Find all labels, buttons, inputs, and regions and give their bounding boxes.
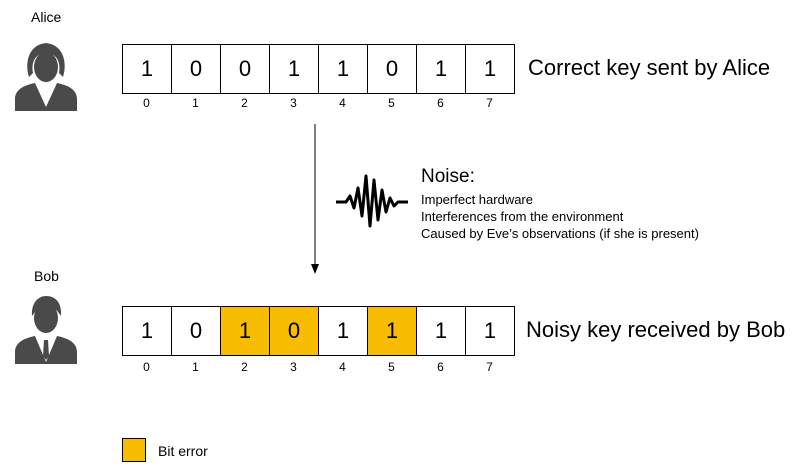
bob-name: Bob (34, 268, 59, 284)
bit-index: 4 (339, 96, 346, 110)
bob-bit: 0 (270, 307, 319, 355)
bit-index: 0 (143, 96, 150, 110)
alice-key: 1 0 0 1 1 0 1 1 (122, 44, 515, 94)
bit-index: 7 (486, 360, 493, 374)
bit-error-swatch (122, 438, 146, 462)
bit-index: 5 (388, 96, 395, 110)
alice-bit: 0 (172, 45, 221, 93)
bit-index: 2 (241, 96, 248, 110)
alice-bit: 0 (368, 45, 417, 93)
noise-item: Caused by Eve’s observations (if she is … (421, 226, 699, 241)
alice-key-label: Correct key sent by Alice (528, 55, 771, 80)
bit-index: 4 (339, 360, 346, 374)
bit-index: 1 (192, 360, 199, 374)
bob-bit: 1 (368, 307, 417, 355)
bit-index: 6 (437, 360, 444, 374)
alice-bit: 1 (123, 45, 172, 93)
bit-index: 0 (143, 360, 150, 374)
bob-indices: 0 1 2 3 4 5 6 7 (122, 360, 514, 374)
bob-bit: 1 (123, 307, 172, 355)
alice-bit: 1 (319, 45, 368, 93)
noise-waveform-icon (336, 174, 408, 228)
bit-index: 3 (290, 96, 297, 110)
bit-index: 6 (437, 96, 444, 110)
alice-bit: 0 (221, 45, 270, 93)
bit-index: 1 (192, 96, 199, 110)
bit-index: 3 (290, 360, 297, 374)
alice-bit: 1 (466, 45, 515, 93)
bit-index: 7 (486, 96, 493, 110)
noise-list: Imperfect hardware Interferences from th… (421, 191, 699, 242)
bob-key-label: Noisy key received by Bob (526, 317, 786, 342)
bob-bit: 1 (319, 307, 368, 355)
bob-bit: 0 (172, 307, 221, 355)
bob-bit: 1 (466, 307, 515, 355)
noise-title: Noise: (421, 166, 475, 187)
bob-bit: 1 (417, 307, 466, 355)
bob-key: 1 0 1 0 1 1 1 1 (122, 306, 515, 356)
legend-label: Bit error (158, 443, 208, 459)
bob-bit: 1 (221, 307, 270, 355)
alice-bit: 1 (270, 45, 319, 93)
bit-index: 5 (388, 360, 395, 374)
alice-indices: 0 1 2 3 4 5 6 7 (122, 96, 514, 110)
bit-index: 2 (241, 360, 248, 374)
transmission-arrow (311, 124, 319, 274)
alice-name: Alice (31, 9, 62, 25)
noise-item: Interferences from the environment (421, 209, 624, 224)
bob-avatar-icon (15, 296, 77, 364)
alice-avatar-icon (15, 43, 77, 111)
noise-item: Imperfect hardware (421, 192, 533, 207)
alice-bit: 1 (417, 45, 466, 93)
